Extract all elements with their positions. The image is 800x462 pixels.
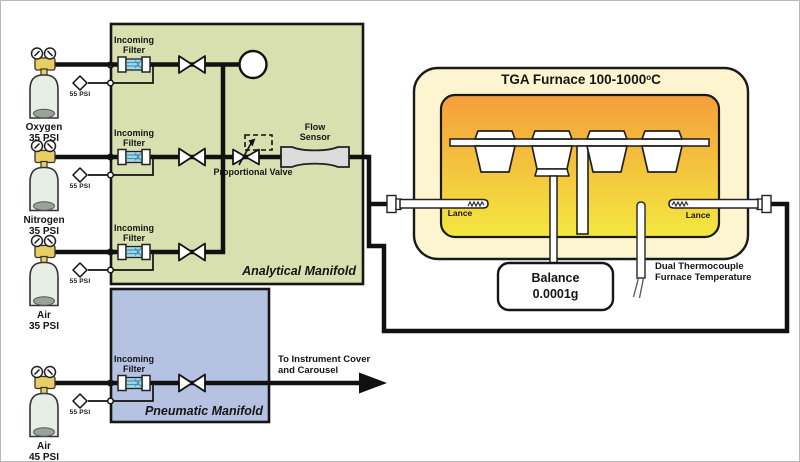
thermocouple-label: Dual Thermocouple Furnace Temperature [655, 261, 752, 283]
relief-setpoint-2: 55 PSI [69, 183, 91, 190]
cylinder-pressure: 45 PSI [28, 452, 60, 462]
lance-right [668, 194, 772, 214]
cylinder-name: Air [37, 441, 51, 452]
cylinder-pressure: 35 PSI [28, 321, 60, 333]
incoming-filter-label-1: Incoming Filter [114, 35, 154, 56]
lance-coil-left [467, 200, 485, 208]
compression-fitting-right [761, 194, 772, 214]
compression-fitting-left [386, 194, 397, 214]
furnace-title-unit: C [651, 72, 661, 87]
to-instrument-label: To Instrument Cover and Carousel [278, 354, 371, 376]
cylinder-pressure: 35 PSI [28, 133, 60, 145]
pneumatic-manifold-label: Pneumatic Manifold [144, 404, 264, 418]
furnace-title: TGA Furnace 100-1000oC [414, 72, 748, 87]
analytical-manifold-label: Analytical Manifold [242, 264, 356, 278]
flow-sensor-symbol [280, 146, 350, 168]
lance-right-label: Lance [685, 210, 711, 220]
incoming-filter-air [117, 243, 151, 261]
cylinder-label-air35: Air 35 PSI [9, 310, 79, 332]
vent-gauge-circle [238, 49, 268, 80]
incoming-filter-label-3: Incoming Filter [114, 223, 154, 244]
cylinder-pressure: 35 PSI [28, 226, 60, 238]
relief-setpoint-4: 55 PSI [69, 409, 91, 416]
crucible-3 [586, 130, 628, 173]
crucible-active [531, 130, 573, 177]
incoming-filter-nitrogen [117, 148, 151, 166]
incoming-filter-label-2: Incoming Filter [114, 128, 154, 149]
lance-left-label: Lance [447, 208, 473, 218]
pneumatic-manifold-box [109, 287, 271, 424]
proportional-valve-label: Proportional Valve [213, 167, 293, 177]
lance-left [386, 194, 489, 214]
relief-setpoint-3: 55 PSI [69, 278, 91, 285]
incoming-filter-oxygen [117, 56, 151, 73]
support-column [576, 145, 589, 235]
balance-hangdown-rod [549, 175, 558, 266]
cylinder-label-oxygen: Oxygen 35 PSI [9, 122, 79, 144]
cylinder-name: Oxygen [25, 122, 63, 133]
thermocouple-probe [632, 201, 646, 299]
cylinder-name: Nitrogen [23, 215, 65, 226]
incoming-filter-label-4: Incoming Filter [114, 354, 154, 375]
relief-setpoint-1: 55 PSI [69, 91, 91, 98]
balance-precision: 0.0001g [532, 287, 579, 301]
crucible-4 [641, 130, 683, 173]
tga-furnace [386, 66, 772, 299]
furnace-title-degree: o [646, 73, 652, 82]
instrument-arrow [359, 372, 387, 394]
lance-coil-right [671, 200, 689, 208]
cylinder-name: Air [37, 310, 51, 321]
balance-box [496, 261, 615, 312]
flow-sensor-label: Flow Sensor [299, 122, 331, 143]
balance-label: Balance [531, 271, 580, 285]
incoming-filter-pneumatic [117, 374, 151, 392]
crucible-1 [474, 130, 516, 173]
carousel-platter [449, 138, 710, 147]
cylinder-label-nitrogen: Nitrogen 35 PSI [9, 215, 79, 237]
furnace-title-main: TGA Furnace 100-1000 [501, 72, 647, 87]
cylinder-label-air45: Air 45 PSI [9, 441, 79, 462]
proportional-valve-symbol [232, 134, 273, 166]
